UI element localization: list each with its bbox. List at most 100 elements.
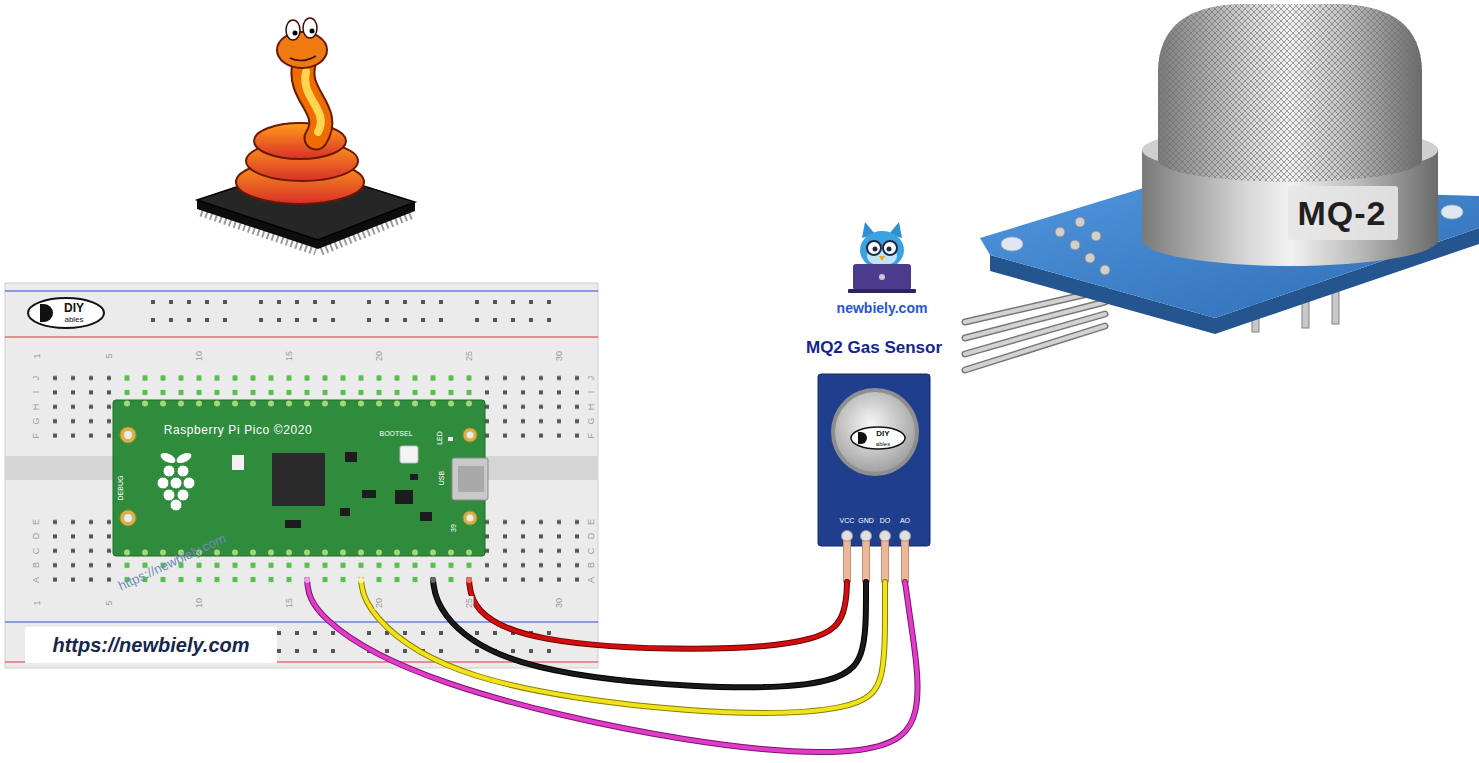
usb-label: USB — [438, 471, 445, 485]
column-number: 5 — [105, 351, 114, 360]
solder-joint — [1070, 240, 1080, 250]
snake-body — [303, 64, 321, 138]
row-letter: D — [32, 531, 41, 542]
mounting-hole — [120, 427, 136, 443]
brand-logo-text: DIY — [876, 430, 889, 438]
logo-leaf — [175, 451, 193, 465]
solder-joint — [1100, 265, 1110, 275]
component — [340, 508, 350, 516]
owl-eye — [883, 241, 897, 255]
breadboard — [5, 283, 598, 668]
pin-label: AO — [900, 517, 910, 524]
pico-board-art — [113, 400, 488, 556]
owl-eye — [867, 241, 881, 255]
pin-label: GND — [858, 517, 874, 524]
url-box — [25, 627, 277, 663]
pin-pad — [880, 531, 891, 542]
sensor-mesh — [1158, 4, 1422, 182]
column-number: 5 — [105, 598, 114, 607]
brand-logo-icon — [40, 304, 53, 322]
column-number: 10 — [195, 596, 204, 610]
pin-label: DO — [880, 517, 891, 524]
logo-berry — [170, 499, 182, 511]
column-number: 20 — [375, 349, 384, 363]
micropython-logo — [197, 18, 415, 251]
used-holes — [118, 371, 478, 400]
mq2-photo — [965, 4, 1479, 370]
wire-outline — [469, 580, 847, 649]
button-label: BOOTSEL — [379, 430, 412, 437]
pcb-hole — [1001, 237, 1023, 251]
mounting-hole — [124, 431, 132, 439]
column-number: 10 — [195, 349, 204, 363]
rail-line-blue — [5, 621, 598, 622]
owl-pupil — [873, 247, 878, 252]
wire-end — [304, 577, 310, 583]
pin-pad — [842, 531, 853, 542]
sensor-module: MQ2 Gas SensorVCCGNDDOAO — [818, 374, 930, 582]
pin-leg — [863, 541, 870, 582]
brand-logo-text: ables — [876, 441, 890, 447]
pin-pad — [861, 531, 872, 542]
wire-end — [430, 577, 436, 583]
wire-outline — [361, 580, 885, 713]
rail-line-blue — [5, 290, 598, 291]
bootsel-button — [400, 446, 418, 463]
rail-holes — [252, 293, 342, 329]
solder-joint — [1075, 217, 1085, 227]
row-letter: F — [32, 431, 41, 441]
part-sticker — [1288, 186, 1398, 240]
pico-pcb — [113, 400, 485, 556]
wire — [466, 577, 847, 649]
rail-line-red — [5, 336, 598, 337]
snake-eye — [303, 18, 317, 38]
row-letter: J — [32, 374, 41, 383]
castellated-pins — [118, 400, 478, 556]
row-letter: H — [32, 402, 41, 413]
brand-logo-text: ables — [64, 316, 83, 324]
led-label: LED — [436, 431, 443, 445]
rail-holes — [144, 293, 234, 329]
pin-number: 39 — [450, 524, 457, 532]
row-letter: C — [32, 546, 41, 557]
component — [232, 455, 244, 470]
column-number: 1 — [33, 598, 42, 607]
component — [285, 520, 301, 528]
snake-pupil — [310, 29, 315, 34]
snake-eye — [286, 20, 300, 40]
row-letter: D — [587, 531, 596, 542]
row-letter: C — [587, 546, 596, 557]
component — [410, 474, 418, 480]
column-number: 30 — [555, 596, 564, 610]
row-letter: B — [587, 560, 596, 570]
module-title: MQ2 Gas Sensor — [806, 339, 942, 356]
mounting-hole — [463, 511, 477, 525]
mounting-hole — [124, 514, 132, 522]
website-url: https://newbiely.com — [52, 635, 249, 655]
row-letter: G — [587, 416, 596, 427]
brand-logo-badge — [851, 427, 905, 449]
logo-berry — [157, 477, 169, 489]
wire-end — [358, 577, 364, 583]
owl-mascot — [848, 222, 916, 293]
wire-end — [466, 577, 472, 583]
brand-logo-badge — [28, 298, 104, 328]
column-number: 15 — [285, 596, 294, 610]
snake-belly — [305, 72, 321, 132]
module-pcb — [818, 374, 930, 546]
pico-board: Raspberry Pi Pico ©2020BOOTSELLEDUSBDEBU… — [113, 400, 488, 580]
wire-outline — [433, 580, 866, 687]
snake-head — [277, 32, 327, 68]
sensor-dome — [1158, 4, 1422, 182]
pin-leg — [844, 541, 851, 582]
watermark: https://newbiely.com — [116, 531, 227, 592]
snake-body — [303, 64, 321, 138]
brand-logo-text: DIY — [64, 302, 84, 314]
led — [448, 437, 453, 441]
raspberry-logo — [157, 451, 195, 511]
row-letter: I — [32, 389, 41, 396]
header-pin — [965, 326, 1105, 370]
owl-laptop-mark — [879, 274, 885, 280]
logo-berry — [183, 477, 195, 489]
